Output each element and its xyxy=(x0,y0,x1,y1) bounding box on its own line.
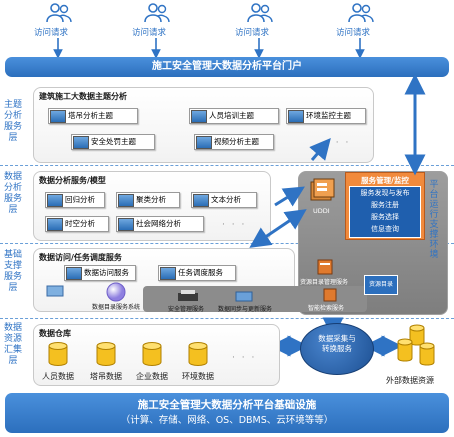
module-icon xyxy=(50,110,66,123)
service-list: 服务发现与发布 服务注册 服务选择 信息查询 xyxy=(349,186,421,238)
external-data-label: 外部数据资源 xyxy=(386,376,434,385)
layer-divider xyxy=(0,318,454,319)
resource-directory-box: 资源目录 xyxy=(364,275,398,295)
layer-label-theme: 主题分析服务层 xyxy=(4,100,23,143)
warehouse-item-label: 企业数据 xyxy=(136,372,168,381)
layer-divider xyxy=(0,165,454,166)
service-panel-title: 服务管理/监控 xyxy=(361,176,409,185)
sync-label: 数据同步与更新服务 xyxy=(218,306,273,313)
access-request-2: 访问请求 xyxy=(132,2,182,42)
module-icon xyxy=(193,194,209,207)
sync-icon xyxy=(235,291,253,302)
registry-label: 数据目录服务系统 xyxy=(92,304,141,311)
exchange-label: 数据采集与转换服务 xyxy=(318,334,356,353)
module-icon xyxy=(66,267,82,280)
infra-subtitle: （计算、存储、网络、OS、DBMS、云环境等等） xyxy=(120,415,334,426)
service-panel: 服务管理/监控 服务发现与发布 服务注册 服务选择 信息查询 xyxy=(345,172,425,240)
theme-item-environment[interactable]: 环境监控主题 xyxy=(286,108,366,124)
layer-label-data: 数据资源汇集层 xyxy=(4,323,23,366)
support-item-data-access[interactable]: 数据访问服务 xyxy=(64,265,136,281)
access-request-3: 访问请求 xyxy=(235,2,285,42)
support-item-task-scheduling[interactable]: 任务调度服务 xyxy=(158,265,236,281)
module-icon xyxy=(47,218,63,231)
uddi-server-icon xyxy=(310,178,335,201)
warehouse-panel: 数据仓库 人员数据 塔吊数据 企业数据 环境数据 · · · xyxy=(33,324,280,386)
analysis-item-social-network[interactable]: 社会网络分析 xyxy=(116,216,204,232)
module-icon xyxy=(196,136,212,149)
access-request-label: 访问请求 xyxy=(132,28,167,38)
module-icon xyxy=(73,136,89,149)
service-item[interactable]: 信息查询 xyxy=(371,225,399,233)
analysis-panel-title: 数据分析服务/模型 xyxy=(39,176,106,185)
portal-title: 施工安全管理大数据分析平台门户 xyxy=(152,61,302,72)
access-request-label: 访问请求 xyxy=(34,28,69,38)
resource-dir-label: 资源目录管理服务 xyxy=(300,279,349,286)
request-arrows xyxy=(53,38,365,58)
module-icon xyxy=(160,267,176,280)
smart-search-server-icon xyxy=(323,288,337,302)
infra-title: 施工安全管理大数据分析平台基础设施 xyxy=(137,399,317,411)
more-indicator: · · · xyxy=(222,220,247,230)
smart-search-label: 智能检索服务 xyxy=(308,305,345,312)
data-exchange-service: 数据采集与转换服务 xyxy=(300,323,374,375)
users-icon xyxy=(144,3,170,23)
analysis-item-regression[interactable]: 回归分析 xyxy=(45,192,105,208)
theme-item-tower-crane[interactable]: 塔吊分析主题 xyxy=(48,108,138,124)
more-indicator: · · · xyxy=(232,353,257,363)
theme-item-penalty[interactable]: 安全处罚主题 xyxy=(71,134,155,150)
vertical-support-label: 平台运行支撑环境 xyxy=(429,180,439,260)
layer-label-analysis: 数据分析服务层 xyxy=(4,172,23,215)
users-icon xyxy=(247,3,273,23)
security-label: 安全管理服务 xyxy=(168,306,205,313)
database-icon xyxy=(48,342,68,366)
theme-panel: 建筑施工大数据主题分析 塔吊分析主题 人员培训主题 环境监控主题 安全处罚主题 … xyxy=(33,87,374,163)
users-icon xyxy=(46,3,72,23)
service-item[interactable]: 服务发现与发布 xyxy=(360,189,410,197)
database-icon xyxy=(96,342,116,366)
analysis-item-spatiotemporal[interactable]: 时空分析 xyxy=(45,216,109,232)
theme-panel-title: 建筑施工大数据主题分析 xyxy=(39,92,127,101)
service-item[interactable]: 服务注册 xyxy=(371,201,399,209)
database-icon xyxy=(188,342,208,366)
more-indicator: · · · xyxy=(326,138,351,148)
access-request-4: 访问请求 xyxy=(336,2,386,42)
access-request-1: 访问请求 xyxy=(34,2,84,42)
analysis-item-cluster[interactable]: 聚类分析 xyxy=(116,192,180,208)
module-icon xyxy=(191,110,207,123)
infrastructure-bar: 施工安全管理大数据分析平台基础设施 （计算、存储、网络、OS、DBMS、云环境等… xyxy=(5,393,449,433)
analysis-panel: 数据分析服务/模型 回归分析 聚类分析 文本分析 时空分析 社会网络分析 · ·… xyxy=(33,171,271,241)
database-icon xyxy=(142,342,162,366)
warehouse-title: 数据仓库 xyxy=(39,329,71,338)
service-item[interactable]: 服务选择 xyxy=(371,213,399,221)
access-request-label: 访问请求 xyxy=(235,28,270,38)
theme-item-video[interactable]: 视频分析主题 xyxy=(194,134,274,150)
security-printer-icon xyxy=(178,290,198,301)
theme-item-training[interactable]: 人员培训主题 xyxy=(189,108,279,124)
registry-sphere-icon xyxy=(106,282,126,302)
layer-divider xyxy=(0,243,454,244)
analysis-item-text[interactable]: 文本分析 xyxy=(191,192,257,208)
portal-bar: 施工安全管理大数据分析平台门户 xyxy=(5,57,449,77)
resource-dir2-label: 资源目录 xyxy=(368,281,393,288)
users-icon xyxy=(348,3,374,23)
module-icon xyxy=(118,218,134,231)
external-database-icon xyxy=(397,324,435,366)
module-icon xyxy=(118,194,134,207)
warehouse-item-label: 环境数据 xyxy=(182,372,214,381)
module-icon xyxy=(47,194,63,207)
support-panel-title: 数据访问/任务调度服务 xyxy=(39,253,122,262)
layer-label-support: 基础支撑服务层 xyxy=(4,250,23,293)
access-request-label: 访问请求 xyxy=(336,28,371,38)
warehouse-item-label: 人员数据 xyxy=(42,372,74,381)
resource-directory-server-icon xyxy=(317,259,333,275)
uddi-label: UDDI xyxy=(313,207,330,215)
module-icon xyxy=(288,110,304,123)
warehouse-item-label: 塔吊数据 xyxy=(90,372,122,381)
registry-server-icon xyxy=(46,285,64,297)
